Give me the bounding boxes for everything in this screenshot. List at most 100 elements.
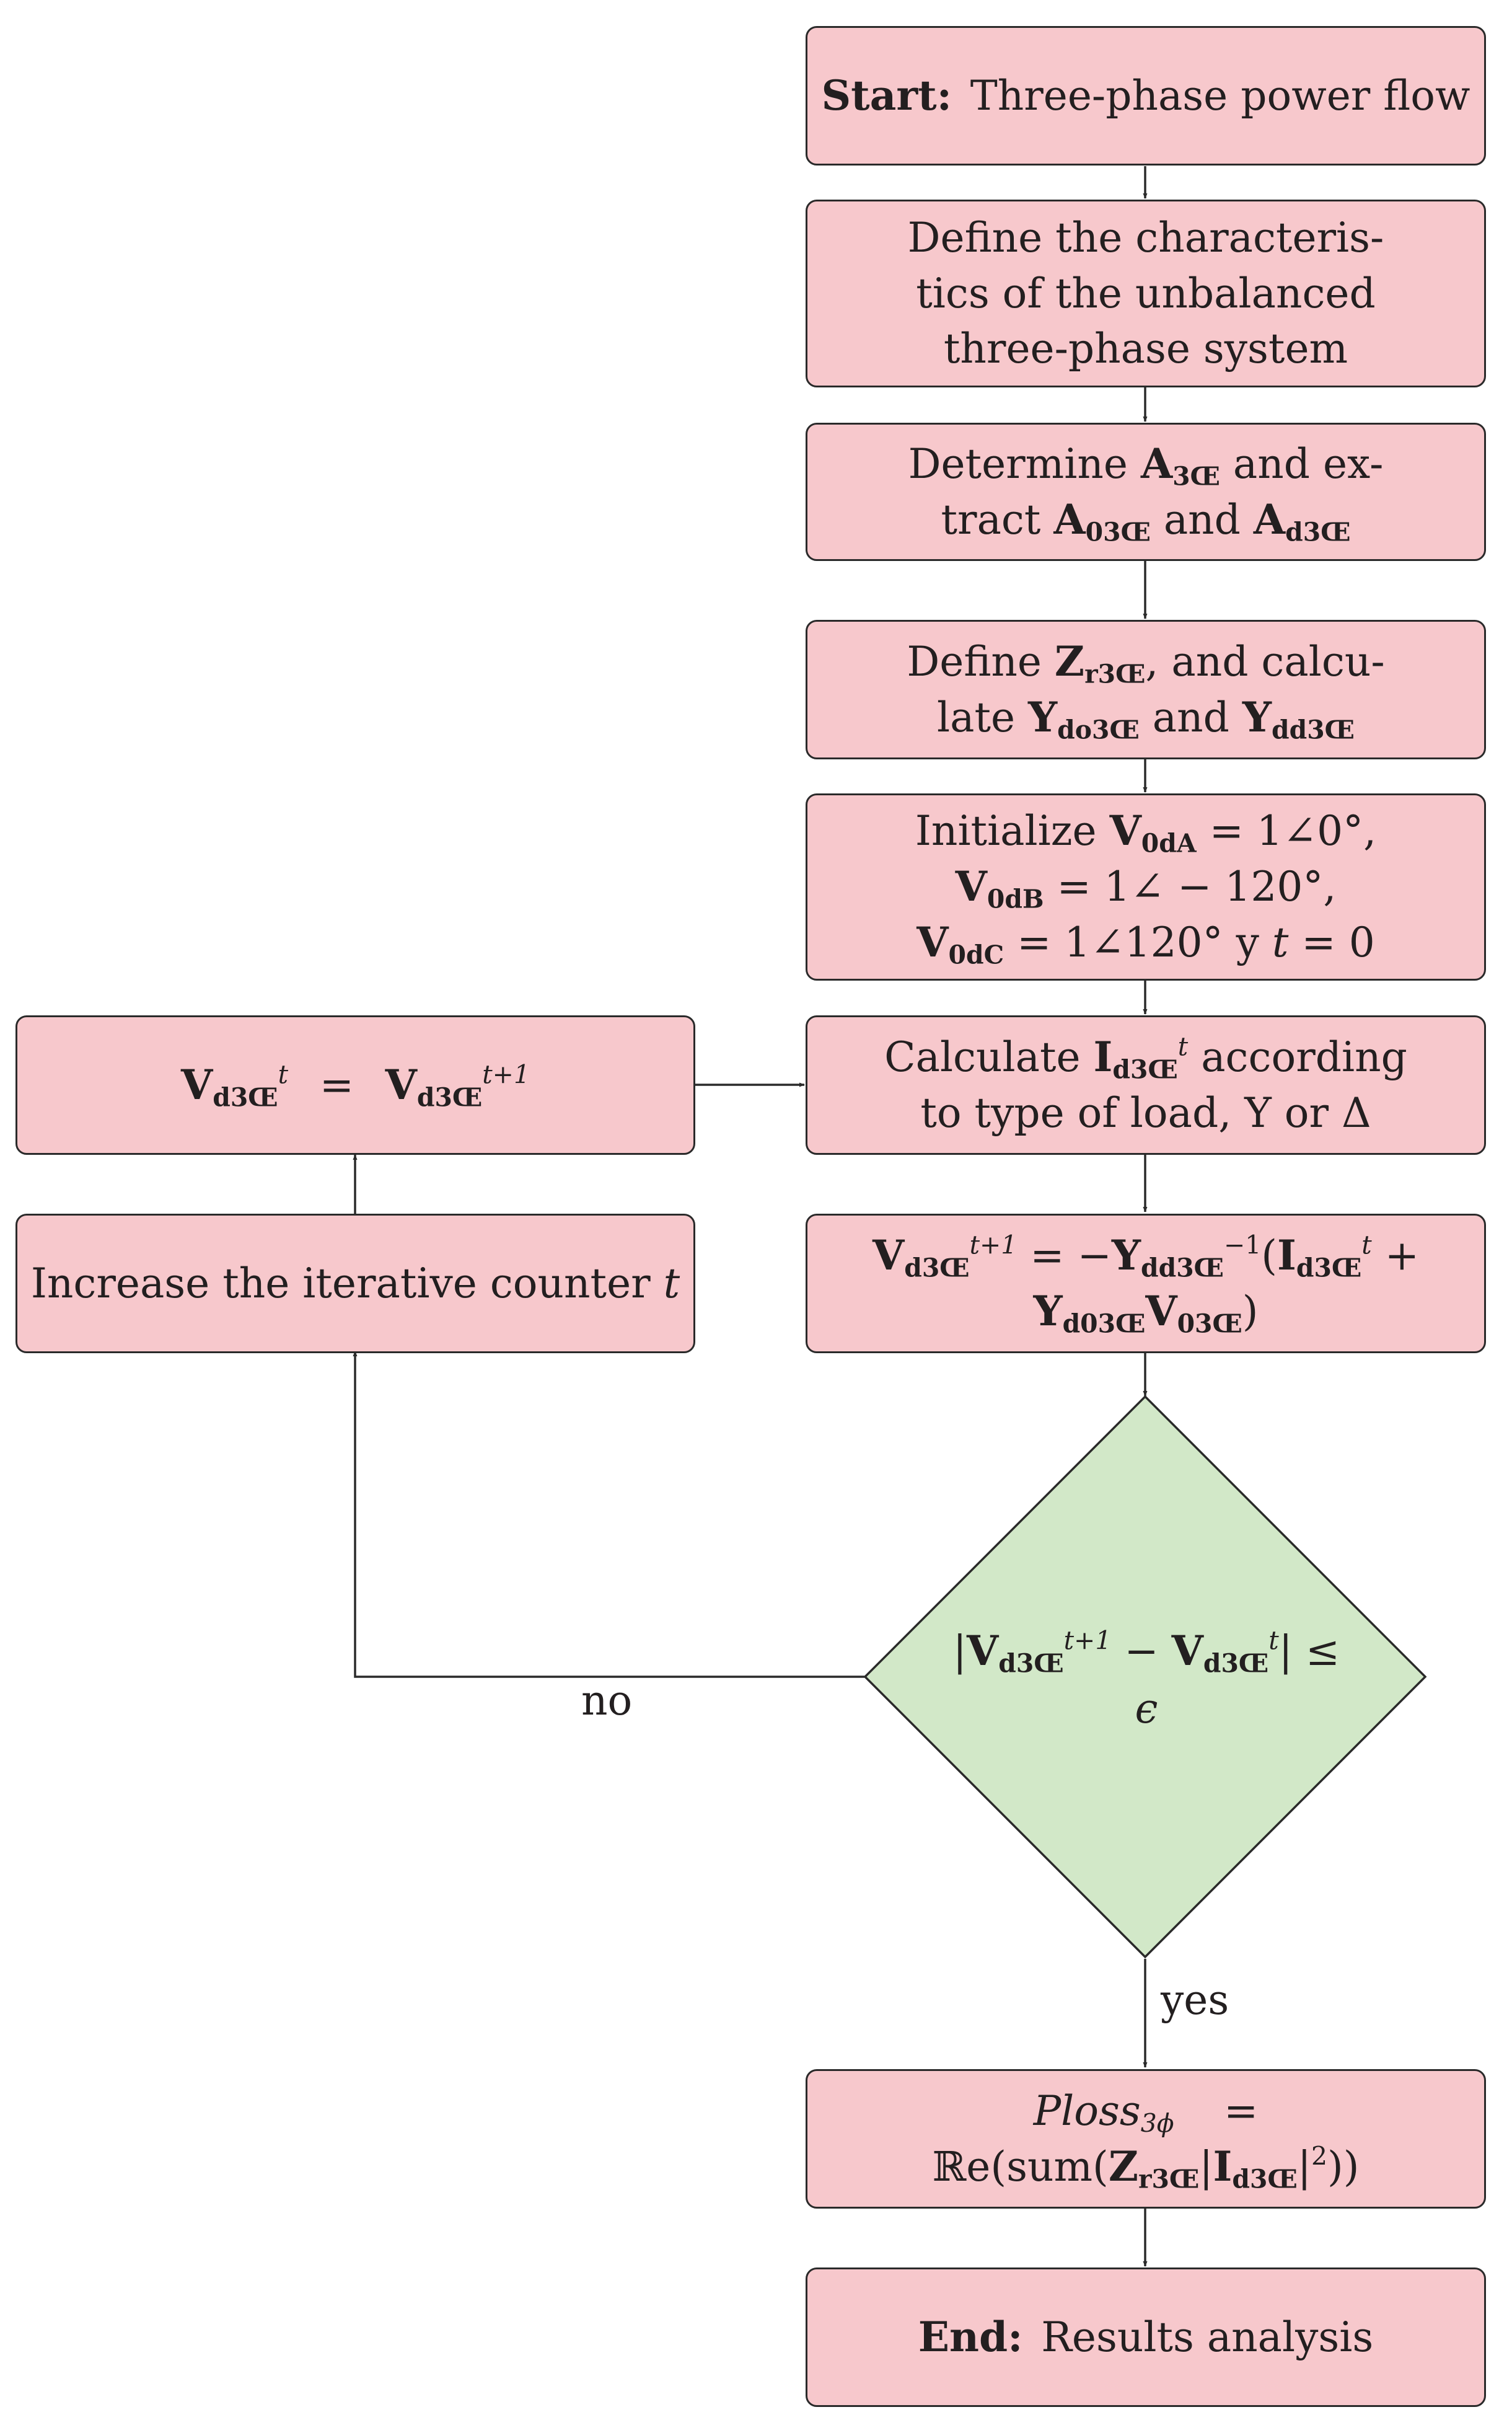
- decision-v-subscript: d3Œ: [1203, 1648, 1269, 1679]
- update-yd0-symbol: Y: [1033, 1286, 1063, 1335]
- matrix-ydo-symbol: Y: [1028, 692, 1058, 741]
- voltage-a-symbol: V: [1109, 806, 1141, 855]
- ploss-equals: =: [1223, 2086, 1259, 2135]
- matrix-ad-symbol: A: [1253, 495, 1286, 544]
- matrix-a0-symbol: A: [1053, 495, 1086, 544]
- yes-label: yes: [1161, 1976, 1229, 2024]
- initialize-box: Initialize V0dA = 1∠0°, V0dB = 1∠ − 120°…: [806, 793, 1486, 981]
- calculate-current-box: Calculate Id3Œt according to type of loa…: [806, 1015, 1486, 1155]
- matrix-ydd-subscript: dd3Œ: [1272, 714, 1355, 744]
- matrix-a0-subscript: 03Œ: [1085, 516, 1151, 547]
- ploss-variable: Ploss: [1033, 2086, 1141, 2135]
- ploss-z-symbol: Z: [1108, 2142, 1138, 2191]
- assign-v-symbol: V: [181, 1060, 213, 1109]
- matrix-a-symbol: A: [1140, 439, 1173, 488]
- update-i-symbol: I: [1277, 1230, 1296, 1279]
- update-plus: +: [1384, 1231, 1419, 1279]
- decision-v-superscript: t: [1268, 1625, 1279, 1656]
- define-line-2: tics of the unbalanced: [916, 269, 1376, 317]
- decision-minus: −: [1124, 1627, 1159, 1676]
- current-subscript: d3Œ: [1112, 1054, 1178, 1085]
- ploss-i-symbol: I: [1213, 2142, 1233, 2191]
- voltage-b-value: = 1∠ − 120°,: [1057, 863, 1337, 911]
- matrix-ydo-subscript: do3Œ: [1057, 714, 1140, 744]
- counter-initial-value: = 0: [1301, 918, 1375, 966]
- update-voltage-box: Vd3Œt+1 = −Ydd3Œ−1(Id3Œt + Yd03ŒV03Œ): [806, 1214, 1486, 1353]
- start-text: Three-phase power flow: [970, 71, 1470, 120]
- determine-line1-tail: and ex-: [1233, 439, 1384, 488]
- current-symbol: I: [1093, 1032, 1113, 1081]
- ploss-i-subscript: d3Œ: [1232, 2163, 1298, 2194]
- matrix-z-subscript: r3Œ: [1084, 659, 1146, 689]
- start-bold-label: Start:: [821, 71, 952, 120]
- definez-line1-tail: , and calcu-: [1145, 637, 1385, 686]
- update-v-subscript: d3Œ: [904, 1253, 970, 1283]
- voltage-c-value: = 1∠120° y: [1017, 918, 1259, 966]
- voltage-a-subscript: 0dA: [1141, 828, 1197, 859]
- matrix-ydd-symbol: Y: [1242, 692, 1272, 741]
- abs-close-leq: | ≤: [1278, 1627, 1340, 1676]
- decision-condition: |Vd3Œt+1 − Vd3Œt| ≤ ϵ: [868, 1599, 1425, 1760]
- end-text: Results analysis: [1041, 2313, 1374, 2361]
- increase-variable: t: [663, 1259, 680, 1307]
- ploss-subscript: 3ϕ: [1140, 2108, 1174, 2139]
- counter-variable: t: [1272, 918, 1289, 966]
- update-v0-symbol: V: [1145, 1286, 1177, 1335]
- decision-epsilon: ϵ: [1135, 1684, 1158, 1733]
- late-word: late: [937, 693, 1016, 741]
- ploss-real-sum: ℝe(sum(: [932, 2142, 1109, 2191]
- voltage-c-symbol: V: [916, 917, 949, 966]
- extract-word: tract: [941, 495, 1041, 544]
- increase-counter-box: Increase the iterative counter t: [15, 1214, 695, 1353]
- initialize-word: Initialize: [915, 807, 1097, 855]
- no-label: no: [581, 1677, 633, 1724]
- assign-vnext-superscript: t+1: [482, 1059, 530, 1090]
- ploss-square: 2: [1311, 2141, 1328, 2171]
- end-bold-label: End:: [918, 2312, 1023, 2361]
- increase-text: Increase the iterative counter: [30, 1259, 651, 1307]
- definez-word: Define: [907, 637, 1042, 686]
- assign-voltage-box: Vd3Œt = Vd3Œt+1: [15, 1015, 695, 1155]
- assign-v-subscript: d3Œ: [213, 1082, 278, 1113]
- arrow-decision-no-to-increase: [353, 1351, 864, 1678]
- update-i-subscript: d3Œ: [1296, 1253, 1362, 1283]
- abs-open-bar: |: [952, 1627, 967, 1676]
- update-open-paren: (: [1261, 1231, 1278, 1279]
- update-yd0-subscript: d03Œ: [1062, 1308, 1146, 1338]
- voltage-c-subscript: 0dC: [948, 940, 1004, 970]
- update-v0-subscript: 03Œ: [1177, 1308, 1242, 1338]
- assign-vnext-subscript: d3Œ: [416, 1082, 483, 1113]
- decision-vnext-subscript: d3Œ: [998, 1648, 1064, 1679]
- decision-diamond: [863, 1395, 1427, 1959]
- update-close-paren: ): [1242, 1287, 1259, 1335]
- and-word-2: and: [1152, 693, 1229, 741]
- update-i-superscript: t: [1361, 1230, 1372, 1260]
- voltage-b-subscript: 0dB: [987, 884, 1044, 914]
- assign-equals: =: [319, 1061, 354, 1109]
- update-v-symbol: V: [872, 1230, 905, 1279]
- start-box: Start: Three-phase power flow: [806, 26, 1486, 166]
- ploss-abs-open: |: [1199, 2142, 1213, 2191]
- assign-v-superscript: t: [278, 1059, 289, 1090]
- power-loss-box: Ploss3ϕ = ℝe(sum(Zr3Œ|Id3Œ|2)): [806, 2069, 1486, 2209]
- define-line-3: three-phase system: [943, 325, 1348, 373]
- load-type-text: to type of load, Y or Δ: [920, 1088, 1371, 1137]
- ploss-close-parens: )): [1327, 2142, 1360, 2191]
- matrix-a-subscript: 3Œ: [1172, 461, 1220, 492]
- update-v-superscript: t+1: [969, 1230, 1018, 1260]
- end-box: End: Results analysis: [806, 2267, 1486, 2407]
- voltage-b-symbol: V: [955, 862, 987, 911]
- update-ydd-subscript: dd3Œ: [1141, 1253, 1224, 1283]
- current-superscript: t: [1177, 1031, 1189, 1062]
- decision-vnext-symbol: V: [967, 1627, 999, 1676]
- determine-matrix-box: Determine A3Œ and ex- tract A03Œ and Ad3…: [806, 423, 1486, 561]
- decision-vnext-superscript: t+1: [1063, 1625, 1112, 1656]
- update-equals: = −: [1030, 1231, 1112, 1279]
- matrix-ad-subscript: d3Œ: [1285, 516, 1351, 547]
- determine-word: Determine: [908, 439, 1128, 488]
- define-system-box: Define the characteris- tics of the unba…: [806, 200, 1486, 387]
- calculate-word: Calculate: [884, 1033, 1081, 1081]
- ploss-abs-close: |: [1297, 2142, 1312, 2191]
- and-word: and: [1163, 495, 1241, 544]
